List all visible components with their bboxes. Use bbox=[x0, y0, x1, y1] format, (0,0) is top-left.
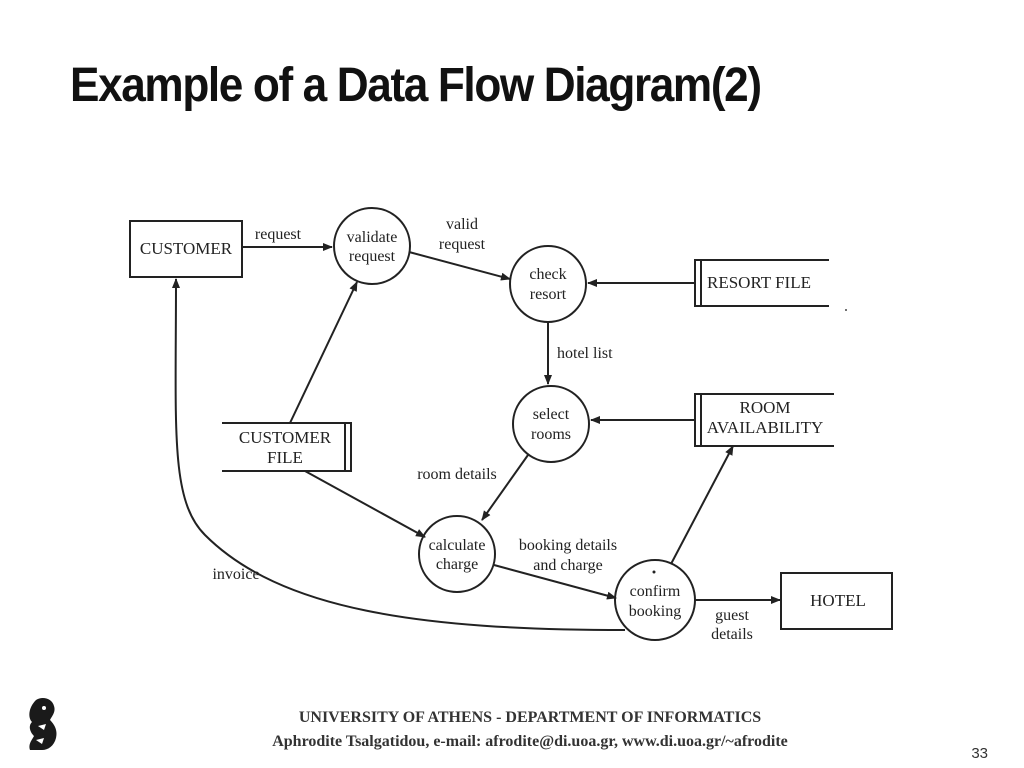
customer-entity bbox=[129, 220, 243, 278]
slide-number: 33 bbox=[971, 745, 988, 762]
flow-booking-details-label-line1: booking details bbox=[519, 537, 617, 554]
check-resort-label-line1: check bbox=[529, 266, 566, 283]
hotel-label: HOTEL bbox=[810, 591, 866, 610]
calculate-charge-label-line2: charge bbox=[436, 556, 478, 573]
flow-invoice bbox=[171, 278, 626, 631]
confirm-mark-dot bbox=[652, 570, 656, 574]
calculate-charge-label-line1: calculate bbox=[429, 537, 486, 554]
flow-customer-file-to-calculate bbox=[304, 470, 426, 538]
room-availability-label-line2: AVAILABILITY bbox=[707, 418, 823, 437]
validate-request-label-line1: validate bbox=[347, 229, 398, 246]
data-flow-diagram: CUSTOMER RESORT FILE ROOM AVAILABILITY C… bbox=[129, 207, 893, 643]
flow-customer-file-to-validate bbox=[289, 281, 358, 424]
flow-valid-request bbox=[408, 251, 511, 281]
flow-hotel-list-label: hotel list bbox=[557, 345, 613, 362]
resort-file-label: RESORT FILE bbox=[707, 273, 811, 292]
flow-booking-details-label-line2: and charge bbox=[533, 557, 602, 574]
select-rooms-label-line1: select bbox=[533, 406, 570, 423]
check-resort-process bbox=[509, 245, 587, 323]
footer-university: UNIVERSITY OF ATHENS - DEPARTMENT OF INF… bbox=[298, 709, 762, 726]
confirm-booking-label-line2: booking bbox=[629, 603, 681, 620]
flow-valid-request-label-line2: request bbox=[439, 236, 486, 253]
hotel-entity bbox=[780, 572, 893, 630]
validate-request-process bbox=[333, 207, 411, 285]
flow-confirm-to-availability bbox=[670, 445, 734, 565]
flow-valid-request-label-line1: valid bbox=[446, 216, 478, 233]
stray-mark bbox=[845, 309, 847, 311]
room-availability-label-line1: ROOM bbox=[739, 398, 790, 417]
university-logo bbox=[29, 698, 57, 750]
flow-guest-details-label-line1: guest bbox=[715, 607, 749, 624]
flow-booking-details bbox=[493, 564, 617, 600]
customer-file-store bbox=[222, 422, 352, 472]
confirm-booking-label-line1: confirm bbox=[630, 583, 681, 600]
flow-guest-details-label-line2: details bbox=[711, 626, 753, 643]
customer-file-label-line2: FILE bbox=[267, 448, 303, 467]
flow-request-label: request bbox=[255, 226, 302, 243]
flow-room-details-label: room details bbox=[417, 466, 497, 483]
footer-author-contact: Aphrodite Tsalgatidou, e-mail: afrodite@… bbox=[272, 733, 788, 750]
validate-request-label-line2: request bbox=[349, 248, 396, 265]
select-rooms-process bbox=[512, 385, 590, 463]
customer-file-label-line1: CUSTOMER bbox=[239, 428, 332, 447]
slide-title: Example of a Data Flow Diagram(2) bbox=[70, 59, 762, 112]
check-resort-label-line2: resort bbox=[530, 286, 567, 303]
customer-label: CUSTOMER bbox=[140, 239, 233, 258]
flow-room-details bbox=[481, 454, 529, 521]
select-rooms-label-line2: rooms bbox=[531, 426, 571, 443]
flow-invoice-label: invoice bbox=[212, 566, 259, 583]
calculate-charge-process bbox=[418, 515, 496, 593]
